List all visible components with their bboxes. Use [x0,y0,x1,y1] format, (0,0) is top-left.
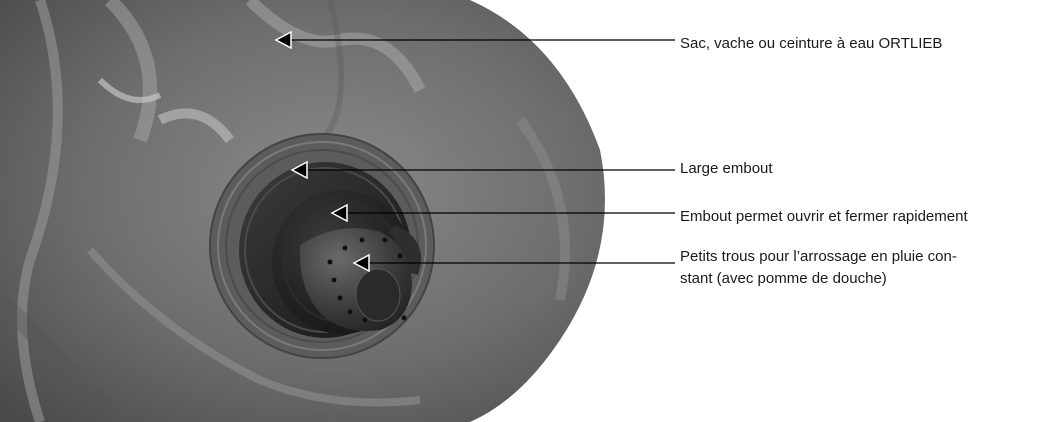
label-bag: Sac, vache ou ceinture à eau ORTLIEB [680,33,942,55]
label-large-nozzle: Large embout [680,158,773,180]
label-shower-holes: Petits trous pour l’arrossage en pluie c… [680,246,957,290]
label-shower-holes-line1: Petits trous pour l’arrossage en pluie c… [680,246,957,268]
label-quick-nozzle: Embout permet ouvrir et fermer rapidemen… [680,206,968,228]
valve-assembly [210,134,434,358]
label-shower-holes-line2: stant (avec pomme de douche) [680,268,957,290]
